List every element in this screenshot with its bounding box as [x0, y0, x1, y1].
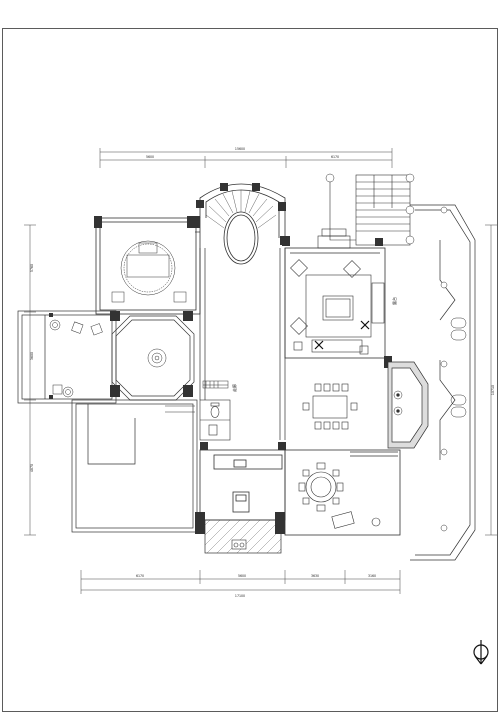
left-dimension-chain [24, 224, 36, 536]
round-table [147, 348, 167, 368]
bottom-seg3-dim: 3630 [311, 574, 319, 578]
top-seg1-dim: 5600 [146, 155, 154, 159]
octagon-foyer [111, 315, 195, 401]
dining-table [302, 383, 358, 430]
side-cabinet [331, 511, 381, 529]
bottom-seg1-dim: 6170 [136, 574, 144, 578]
powder-room [199, 399, 231, 441]
kitchen-pillars [195, 442, 286, 534]
small-room-door [165, 405, 195, 413]
living-room [284, 247, 386, 359]
study-room [95, 217, 201, 315]
living-pillars [282, 238, 392, 368]
sink [231, 539, 247, 550]
bottom-dimension-chain [80, 570, 401, 594]
left-seg3-dim: 4870 [30, 464, 34, 472]
stair-treads [205, 190, 277, 229]
stair-posts [325, 173, 415, 245]
kitchen-hatch [204, 519, 282, 554]
top-dimension-chain [99, 148, 393, 168]
stair-handrail [202, 380, 229, 389]
right-seg1-dim: 10710 [491, 385, 495, 395]
lamp-icon [314, 320, 370, 350]
left-seg1-dim: 5760 [30, 264, 34, 272]
bottom-seg2-dim: 5600 [238, 574, 246, 578]
exterior-stairs [329, 174, 411, 246]
north-arrow-icon [473, 640, 489, 665]
garage [71, 399, 198, 533]
right-dimension-chain [485, 224, 497, 536]
bay-seats [393, 390, 403, 416]
top-overall-dim: 15600 [235, 147, 245, 151]
wall-pillars [94, 216, 200, 397]
terrace-columns [440, 206, 448, 532]
study-desk-rug [111, 240, 187, 303]
drawing-border [2, 28, 498, 712]
top-seg2-dim: 6170 [331, 155, 339, 159]
central-corridor [195, 231, 286, 440]
bottom-seg4-dim: 3160 [368, 574, 376, 578]
terrace-loungers [450, 317, 467, 418]
left-seg2-dim: 3600 [30, 352, 34, 360]
balcony-planters [49, 319, 103, 398]
round-dining-table [298, 462, 344, 512]
fireplace [317, 228, 351, 249]
bottom-overall-dim: 17100 [235, 594, 245, 598]
terrace-label: 露台 [391, 297, 397, 305]
kitchen [199, 449, 286, 521]
corridor-label: 走廊 [231, 384, 237, 392]
bay-window [387, 361, 429, 449]
sofa-set [290, 259, 385, 355]
column [49, 313, 53, 399]
stair-tower [199, 183, 286, 265]
breakfast-room [284, 449, 401, 536]
